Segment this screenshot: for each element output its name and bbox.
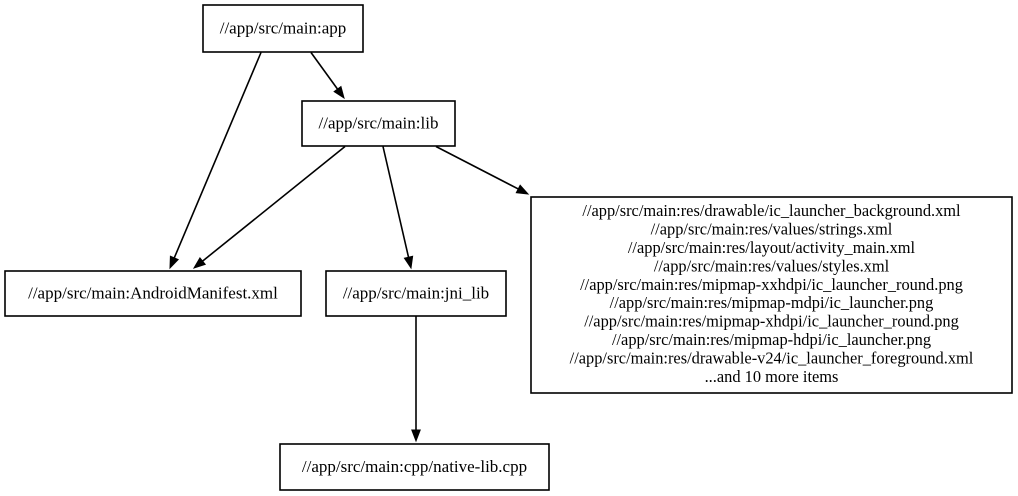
edges-layer bbox=[169, 52, 530, 443]
node-label-manifest: //app/src/main:AndroidManifest.xml bbox=[28, 283, 278, 302]
node-label-app: //app/src/main:app bbox=[220, 18, 347, 37]
arrow-head bbox=[403, 255, 414, 270]
node-box-jni_lib[interactable] bbox=[325, 270, 507, 317]
node-native_lib[interactable]: //app/src/main:cpp/native-lib.cpp bbox=[279, 443, 550, 491]
node-jni_lib[interactable]: //app/src/main:jni_lib bbox=[325, 270, 507, 317]
node-box-manifest[interactable] bbox=[4, 270, 302, 317]
edge-line bbox=[202, 145, 346, 262]
node-res[interactable]: //app/src/main:res/drawable/ic_launcher_… bbox=[530, 196, 1013, 394]
arrow-head bbox=[169, 255, 180, 270]
nodes-layer: //app/src/main:app //app/src/main:lib //ap… bbox=[4, 4, 550, 491]
edge-line bbox=[310, 52, 339, 90]
res-node-line-5: //app/src/main:res/mipmap-mdpi/ic_launch… bbox=[610, 293, 934, 312]
res-node-line-7: //app/src/main:res/mipmap-hdpi/ic_launch… bbox=[612, 330, 931, 349]
res-node-line-2: //app/src/main:res/layout/activity_main.… bbox=[628, 238, 916, 257]
edge-line bbox=[173, 52, 262, 259]
edge-jni-lib-to-native-lib bbox=[411, 316, 421, 443]
edge-lib-to-jni-lib bbox=[382, 146, 414, 270]
res-node-line-9: ...and 10 more items bbox=[705, 367, 839, 386]
node-app[interactable]: //app/src/main:app bbox=[202, 4, 364, 53]
node-label-native_lib: //app/src/main:cpp/native-lib.cpp bbox=[302, 457, 527, 476]
edge-line bbox=[382, 146, 410, 258]
res-node-line-0: //app/src/main:res/drawable/ic_launcher_… bbox=[582, 201, 961, 220]
node-box-res[interactable] bbox=[530, 196, 1013, 394]
res-node-line-3: //app/src/main:res/values/styles.xml bbox=[654, 256, 890, 275]
edge-lib-to-manifest bbox=[192, 145, 346, 269]
arrow-head bbox=[515, 184, 530, 195]
edge-line bbox=[435, 145, 519, 190]
arrow-head bbox=[333, 85, 345, 100]
res-node-layer: //app/src/main:res/drawable/ic_launcher_… bbox=[530, 196, 1013, 394]
res-node-line-8: //app/src/main:res/drawable-v24/ic_launc… bbox=[570, 349, 974, 368]
edge-app-to-lib bbox=[310, 52, 345, 100]
edge-app-to-manifest bbox=[169, 52, 262, 270]
node-box-app[interactable] bbox=[202, 4, 364, 53]
node-box-native_lib[interactable] bbox=[279, 443, 550, 491]
edge-lib-to-res bbox=[435, 145, 530, 195]
node-label-lib: //app/src/main:lib bbox=[319, 113, 439, 132]
arrow-head bbox=[411, 429, 421, 443]
res-node-line-6: //app/src/main:res/mipmap-xhdpi/ic_launc… bbox=[584, 312, 959, 331]
node-label-jni_lib: //app/src/main:jni_lib bbox=[343, 283, 489, 302]
res-node-line-1: //app/src/main:res/values/strings.xml bbox=[651, 219, 893, 238]
node-lib[interactable]: //app/src/main:lib bbox=[301, 100, 456, 147]
node-box-lib[interactable] bbox=[301, 100, 456, 147]
arrow-head bbox=[192, 256, 207, 269]
res-node-line-4: //app/src/main:res/mipmap-xxhdpi/ic_laun… bbox=[580, 275, 963, 294]
node-manifest[interactable]: //app/src/main:AndroidManifest.xml bbox=[4, 270, 302, 317]
